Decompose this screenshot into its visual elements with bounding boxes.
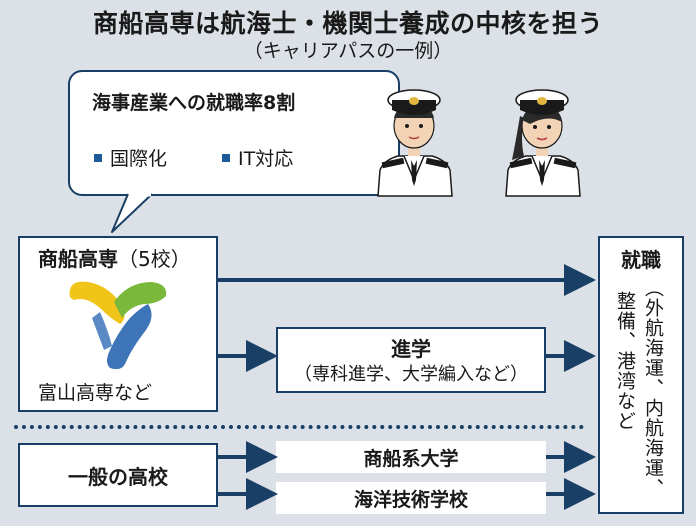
info-bubble xyxy=(68,70,400,196)
bullet-it-support: IT対応 xyxy=(222,144,293,171)
page-subtitle: （キャリアパスの一例） xyxy=(243,40,453,62)
merchant-college-example: 富山高専など xyxy=(38,382,153,404)
bullet-label: 国際化 xyxy=(110,148,168,170)
employment-detail-col2: 整備、港湾など xyxy=(614,291,636,431)
college-logo-icon xyxy=(69,281,167,370)
merchant-university-box xyxy=(276,441,546,473)
general-highschool-box xyxy=(18,443,218,507)
page-title: 商船高専は航海士・機関士養成の中核を担う xyxy=(92,9,603,38)
employment-rate-headline: 海事産業への就職率8割 xyxy=(92,92,296,114)
advance-detail: （専科進学、大学編入など） xyxy=(294,364,528,385)
dotted-divider xyxy=(14,425,584,429)
female-officer-icon xyxy=(505,89,581,197)
merchant-college-count: （5校） xyxy=(118,247,191,271)
general-highschool-label: 一般の高校 xyxy=(68,465,168,489)
merchant-college-label: 商船高専（5校） xyxy=(38,243,191,272)
merchant-college-box xyxy=(18,236,218,412)
maritime-tech-school-label: 海洋技術学校 xyxy=(353,489,468,511)
bubble-tail xyxy=(111,193,153,233)
employment-box xyxy=(598,236,684,514)
employment-title: 就職 xyxy=(621,248,661,272)
maritime-tech-school-box xyxy=(276,482,546,514)
bullet-square-icon xyxy=(222,153,230,162)
merchant-university-label: 商船系大学 xyxy=(363,448,459,470)
bullet-internationalization: 国際化 xyxy=(94,144,167,171)
employment-detail-col1: （外航海運、内航海運、 xyxy=(642,278,664,498)
merchant-college-name: 商船高専 xyxy=(38,247,118,271)
advance-box xyxy=(276,327,546,393)
bullet-square-icon xyxy=(94,153,102,162)
advance-title: 進学 xyxy=(391,337,431,361)
bullet-label: IT対応 xyxy=(238,148,294,170)
male-officer-icon xyxy=(377,89,453,197)
